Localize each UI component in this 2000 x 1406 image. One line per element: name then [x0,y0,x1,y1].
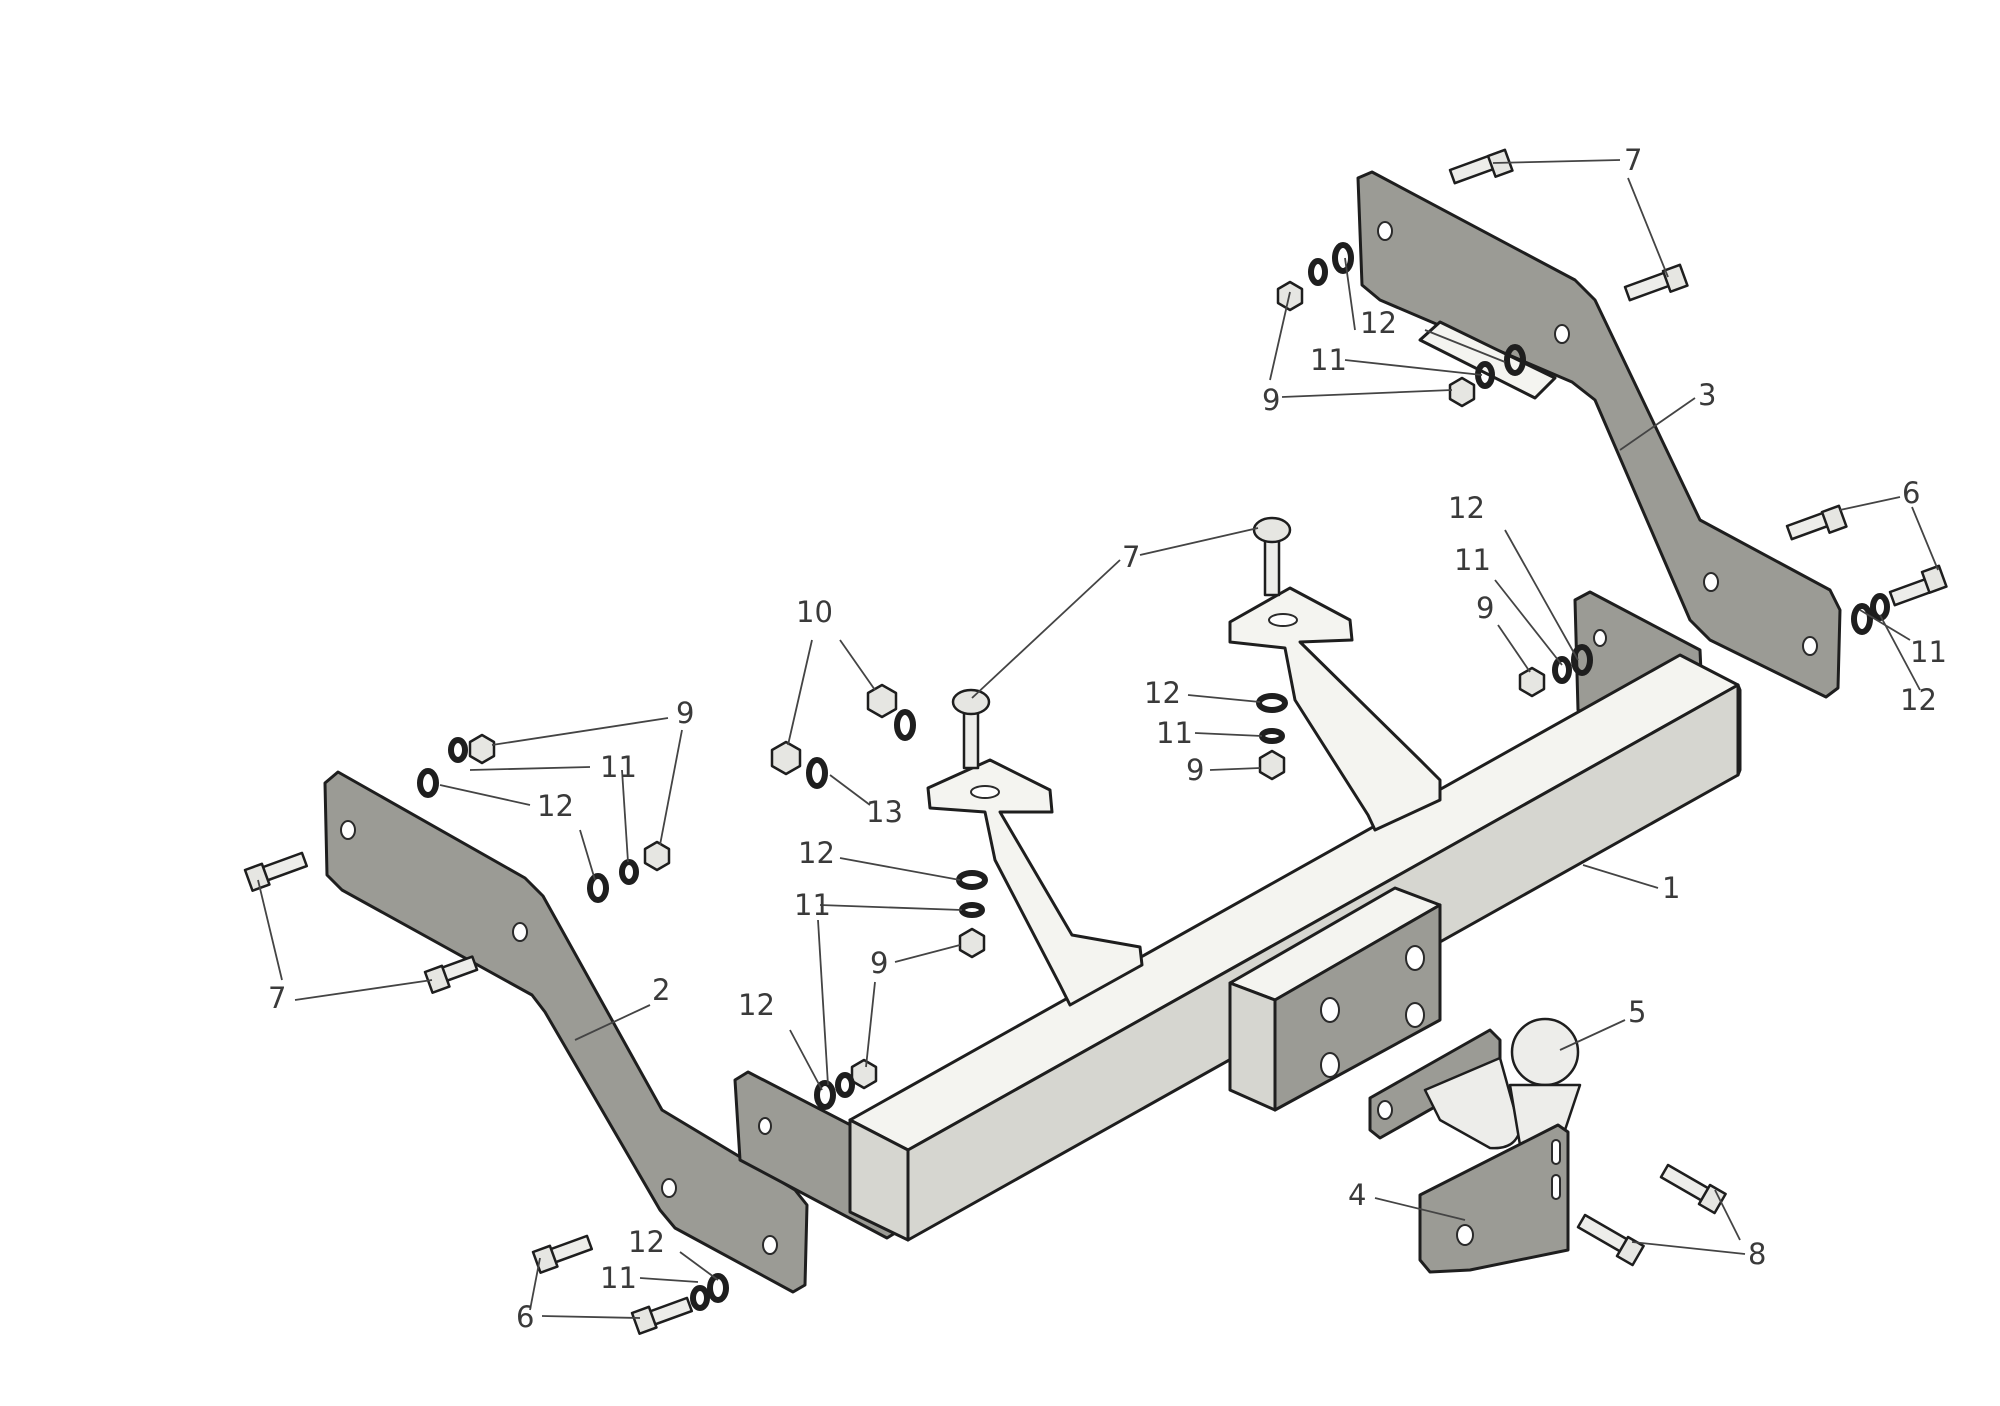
tow-ball [1368,1017,1582,1150]
bolt-icon [1888,564,1948,607]
nut-icon [866,683,898,719]
washer-icon [448,737,468,763]
washer-icon [1259,728,1285,744]
nut-icon [850,1058,878,1090]
nut-icon [643,840,671,872]
part-label-3: 3 [1698,378,1716,412]
washer-icon [959,902,985,918]
part-label-11: 11 [1310,343,1347,377]
washer-icon [1256,693,1288,713]
part-label-13: 13 [866,795,903,829]
part-label-6: 6 [1902,476,1920,510]
part-number-labels: 1 2 3 4 5 6 6 7 7 7 8 9 9 9 9 9 10 11 11… [268,143,1947,1334]
nut-icon [958,927,986,959]
bolt-icon [630,1296,694,1335]
center-support-bracket-left [926,758,1144,1007]
washer-icon [619,859,639,885]
part-label-9: 9 [676,696,694,730]
washer-icon [690,1285,710,1311]
bolt-icon [423,955,479,994]
part-label-7: 7 [1122,540,1140,574]
bolt-icon [243,851,309,892]
washer-icon [894,709,916,741]
bolt-icon [1785,504,1848,541]
socket-plate [1418,1123,1570,1274]
part-label-7: 7 [268,981,286,1015]
part-label-6: 6 [516,1300,534,1334]
part-label-12: 12 [628,1225,665,1259]
washer-icon [1552,656,1572,684]
part-label-9: 9 [1262,383,1280,417]
washer-icon [956,870,988,890]
washer-icon [1504,344,1526,376]
washer-icon [1870,593,1890,621]
main-cross-tube [733,590,1742,1242]
washer-icon [835,1072,855,1098]
nut-icon [1258,749,1286,781]
part-label-4: 4 [1348,1178,1366,1212]
part-label-11: 11 [1454,543,1491,577]
part-label-11: 11 [1910,635,1947,669]
washer-icon [587,873,609,903]
nut-icon [1518,666,1546,698]
hitch-receiver [1228,886,1442,1112]
right-side-bracket [1356,170,1842,699]
washer-icon [417,768,439,798]
washer-icon [1851,603,1873,635]
part-label-10: 10 [796,595,833,629]
part-label-11: 11 [794,888,831,922]
nut-icon [468,733,496,765]
bolt-icon [1659,1163,1727,1215]
bolt-icon [1252,516,1292,597]
bolt-icon [951,688,991,770]
bolt-icon [1448,148,1514,185]
part-label-9: 9 [1186,753,1204,787]
part-label-2: 2 [652,973,670,1007]
bolt-icon [1576,1213,1645,1267]
part-label-9: 9 [870,946,888,980]
washer-icon [806,757,828,789]
nut-icon [770,740,802,776]
part-label-12: 12 [537,789,574,823]
part-label-12: 12 [738,988,775,1022]
part-label-12: 12 [798,836,835,870]
part-label-12: 12 [1144,676,1181,710]
part-label-11: 11 [600,750,637,784]
washer-icon [1332,242,1354,274]
part-label-11: 11 [1156,716,1193,750]
washer-icon [1571,644,1593,676]
part-label-5: 5 [1628,995,1646,1029]
part-label-1: 1 [1662,871,1680,905]
washer-icon [707,1273,729,1303]
part-label-12: 12 [1448,491,1485,525]
washer-icon [814,1080,836,1110]
fasteners [243,148,1948,1335]
washer-icon [1308,258,1328,286]
leader-lines [257,159,1939,1319]
part-label-8: 8 [1748,1237,1766,1271]
bolt-icon [1623,263,1689,302]
nut-icon [1448,376,1476,408]
center-support-bracket-right [1228,586,1442,832]
bolt-icon [531,1234,594,1274]
part-label-9: 9 [1476,591,1494,625]
part-label-11: 11 [600,1261,637,1295]
part-label-12: 12 [1360,306,1397,340]
left-side-bracket [323,770,809,1294]
part-label-12: 12 [1900,683,1937,717]
part-label-7: 7 [1624,143,1642,177]
